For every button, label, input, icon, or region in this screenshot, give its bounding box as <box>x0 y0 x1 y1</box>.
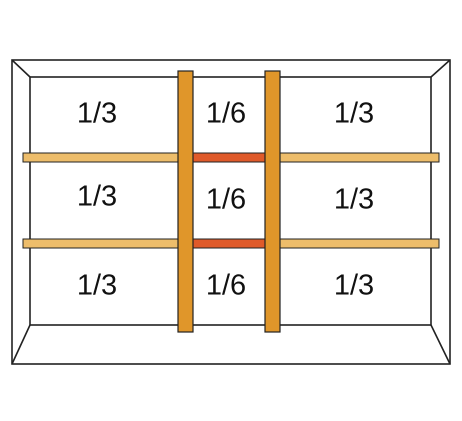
cell-label-r2c3: 1/3 <box>334 184 374 216</box>
corner-line-top-right <box>430 59 451 78</box>
shelf-lower-left <box>22 238 184 249</box>
shelf-lower-middle <box>189 238 272 249</box>
cell-label-r1c1: 1/3 <box>77 98 117 130</box>
post-right <box>264 70 281 333</box>
cell-label-r3c3: 1/3 <box>334 270 374 302</box>
corner-line-bottom-left <box>11 324 31 365</box>
cabinet-back-panel <box>29 76 432 326</box>
shelf-lower-right <box>276 238 440 249</box>
cell-label-r2c1: 1/3 <box>77 181 117 213</box>
cabinet-outer-frame <box>11 59 451 365</box>
post-left <box>177 70 194 333</box>
shelf-upper-right <box>276 152 440 163</box>
cell-label-r3c2: 1/6 <box>206 270 246 302</box>
cell-label-r1c2: 1/6 <box>206 98 246 130</box>
corner-line-top-left <box>11 59 31 78</box>
cell-label-r2c2: 1/6 <box>206 184 246 216</box>
cell-label-r3c1: 1/3 <box>77 270 117 302</box>
shelf-upper-middle <box>189 152 272 163</box>
shelf-upper-left <box>22 152 184 163</box>
cell-label-r1c3: 1/3 <box>334 98 374 130</box>
corner-line-bottom-right <box>430 324 451 365</box>
